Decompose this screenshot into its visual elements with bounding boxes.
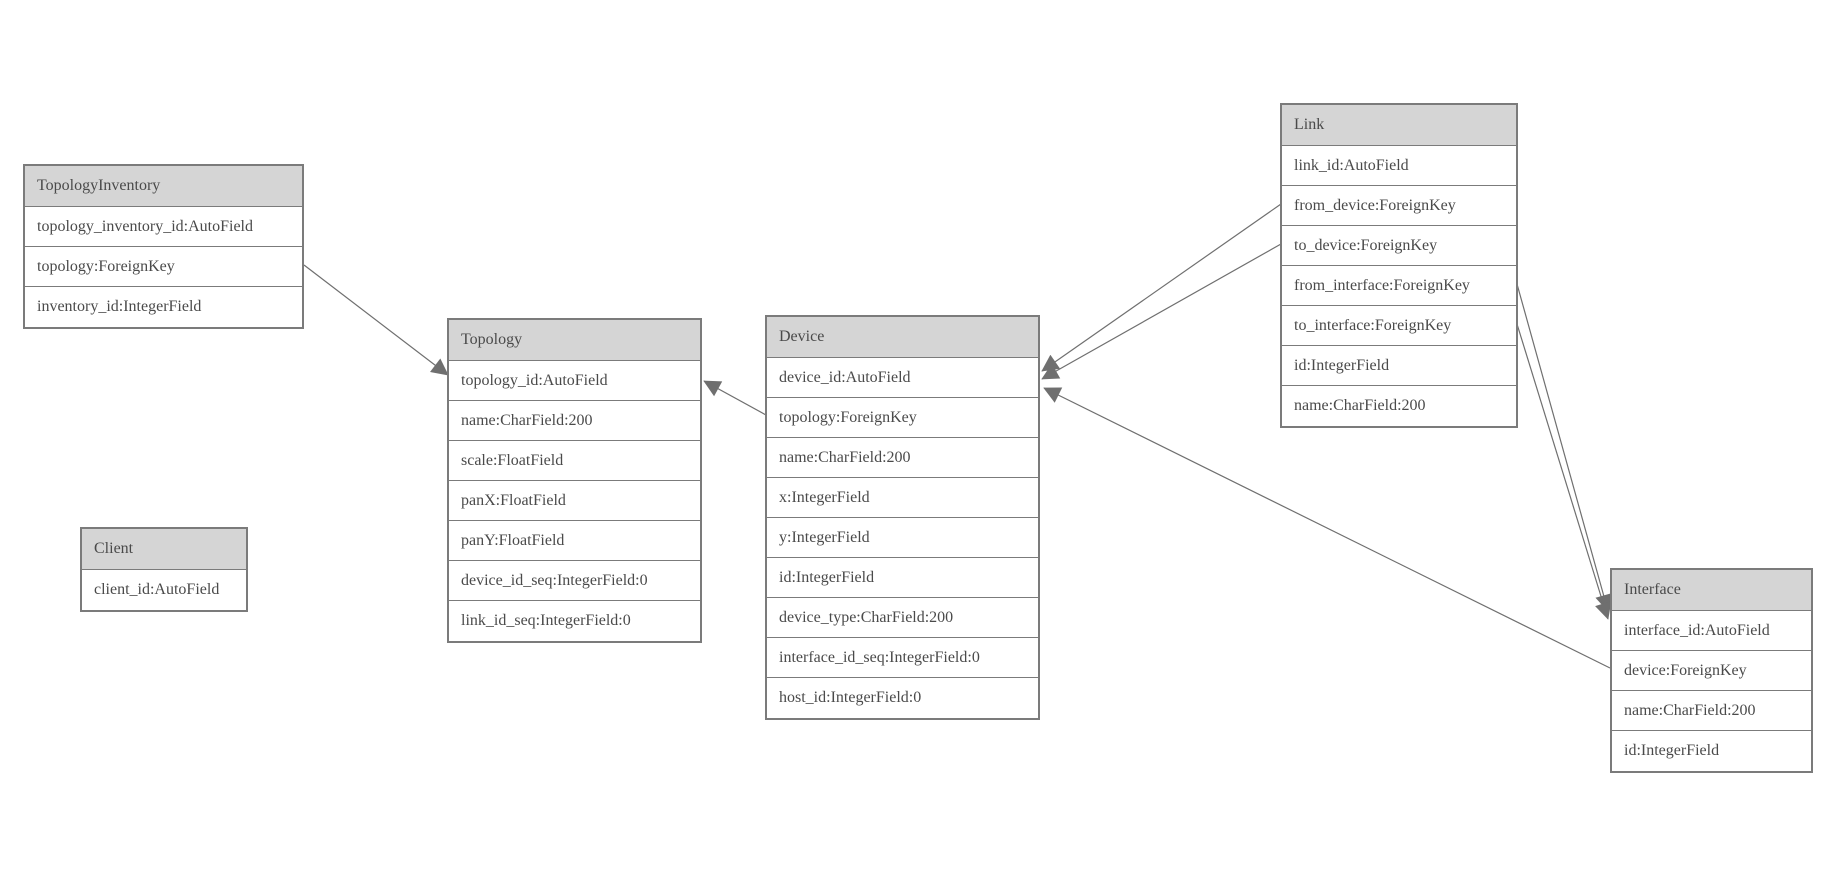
entity-interface-title: Interface xyxy=(1612,570,1811,611)
entity-device-field-x: x:IntegerField xyxy=(767,478,1038,518)
entity-topologyinventory-field-topology_inventory_id: topology_inventory_id:AutoField xyxy=(25,207,302,247)
entity-link-field-to_device: to_device:ForeignKey xyxy=(1282,226,1516,266)
entity-link-field-from_interface: from_interface:ForeignKey xyxy=(1282,266,1516,306)
entity-topology-field-panY: panY:FloatField xyxy=(449,521,700,561)
entity-device-field-id: id:IntegerField xyxy=(767,558,1038,598)
entity-link-field-to_interface: to_interface:ForeignKey xyxy=(1282,306,1516,346)
entity-device-field-name: name:CharField:200 xyxy=(767,438,1038,478)
entity-link-field-id: id:IntegerField xyxy=(1282,346,1516,386)
entity-device-field-device_type: device_type:CharField:200 xyxy=(767,598,1038,638)
relation-device-topology-to-topology xyxy=(703,380,767,416)
entity-device-field-host_id: host_id:IntegerField:0 xyxy=(767,678,1038,718)
relation-link-from_device-to-device xyxy=(1041,203,1282,372)
relation-link-to_device-to-device xyxy=(1041,243,1282,380)
entity-link-field-name: name:CharField:200 xyxy=(1282,386,1516,426)
relation-interface-device-to-device xyxy=(1043,387,1611,669)
entity-device-field-y: y:IntegerField xyxy=(767,518,1038,558)
entity-topology-field-device_id_seq: device_id_seq:IntegerField:0 xyxy=(449,561,700,601)
entity-link-title: Link xyxy=(1282,105,1516,146)
entity-link-field-from_device: from_device:ForeignKey xyxy=(1282,186,1516,226)
entity-interface-field-name: name:CharField:200 xyxy=(1612,691,1811,731)
entity-client-title: Client xyxy=(82,529,246,570)
entity-topology-field-name: name:CharField:200 xyxy=(449,401,700,441)
entity-interface-field-device: device:ForeignKey xyxy=(1612,651,1811,691)
entity-interface-field-id: id:IntegerField xyxy=(1612,731,1811,771)
entity-topology-title: Topology xyxy=(449,320,700,361)
entity-device-field-device_id: device_id:AutoField xyxy=(767,358,1038,398)
relation-topologyinventory-topology-to-topology xyxy=(303,264,449,376)
relation-link-from_interface-to-interface xyxy=(1516,283,1612,612)
entity-device-field-interface_id_seq: interface_id_seq:IntegerField:0 xyxy=(767,638,1038,678)
entity-device-field-topology: topology:ForeignKey xyxy=(767,398,1038,438)
entity-topologyinventory-field-inventory_id: inventory_id:IntegerField xyxy=(25,287,302,327)
entity-client-field-client_id: client_id:AutoField xyxy=(82,570,246,610)
entity-topology-field-topology_id: topology_id:AutoField xyxy=(449,361,700,401)
entity-device-title: Device xyxy=(767,317,1038,358)
entity-topologyinventory-title: TopologyInventory xyxy=(25,166,302,207)
entity-topology-field-scale: scale:FloatField xyxy=(449,441,700,481)
relation-link-to_interface-to-interface xyxy=(1516,323,1612,620)
entity-topologyinventory-field-topology: topology:ForeignKey xyxy=(25,247,302,287)
entity-topology-field-link_id_seq: link_id_seq:IntegerField:0 xyxy=(449,601,700,641)
entity-link-field-link_id: link_id:AutoField xyxy=(1282,146,1516,186)
entity-topology-field-panX: panX:FloatField xyxy=(449,481,700,521)
entity-interface-field-interface_id: interface_id:AutoField xyxy=(1612,611,1811,651)
